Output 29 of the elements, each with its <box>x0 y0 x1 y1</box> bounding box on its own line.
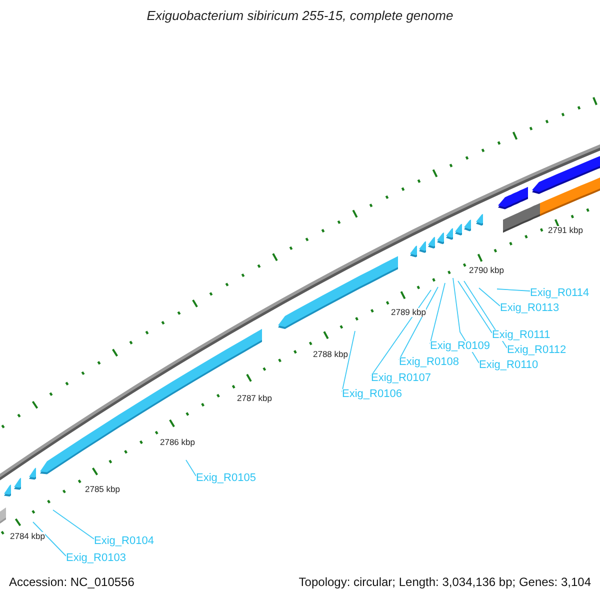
gene-label: Exig_R0108 <box>399 357 459 368</box>
gene-label: Exig_R0106 <box>342 389 402 400</box>
gene-label: Exig_R0113 <box>500 303 560 314</box>
gene-label: Exig_R0105 <box>196 473 256 484</box>
scale-label: 2791 kbp <box>548 226 583 234</box>
gene-label: Exig_R0103 <box>66 553 126 564</box>
genome-info: Accession: NC_010556 <box>9 576 134 588</box>
gene-label: Exig_R0110 <box>479 360 538 371</box>
leader-line <box>496 288 530 292</box>
gene-label: Exig_R0112 <box>507 345 566 356</box>
title: Exiguobacterium sibiricum 255-15, complete genome <box>146 9 454 22</box>
leader-line <box>52 510 94 540</box>
scale-label: 2786 kbp <box>160 438 195 446</box>
scale-label: 2787 kbp <box>237 394 272 402</box>
leader-line <box>32 522 66 556</box>
gene-label: Exig_R0111 <box>492 330 550 341</box>
scale-label: 2789 kbp <box>391 308 426 316</box>
leader-line <box>186 460 196 476</box>
scale-label: 2784 kbp <box>10 532 45 540</box>
leader-line <box>478 288 500 306</box>
scale-label: 2788 kbp <box>313 350 348 358</box>
genome-info: Topology: circular; Length: 3,034,136 bp; Genes: 3,104 <box>298 576 591 588</box>
scale-label: 2790 kbp <box>469 266 504 274</box>
gene-label: Exig_R0107 <box>371 373 431 384</box>
gene-label: Exig_R0109 <box>430 341 490 352</box>
leader-line <box>458 280 492 334</box>
gene-label: Exig_R0104 <box>94 536 154 547</box>
gene-label: Exig_R0114 <box>530 288 590 299</box>
scale-label: 2785 kbp <box>85 485 120 494</box>
